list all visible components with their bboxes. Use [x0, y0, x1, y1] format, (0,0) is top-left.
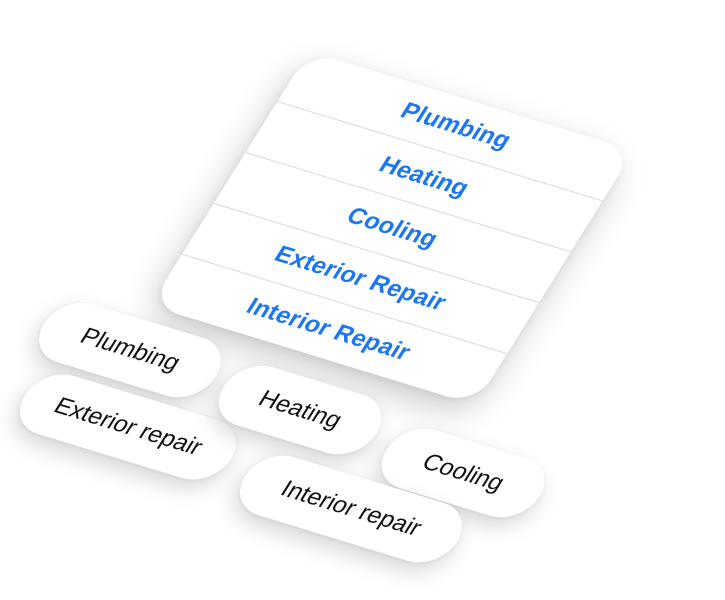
service-category-menu: Plumbing Heating Cooling Exterior Repair… — [149, 50, 635, 406]
chip-exterior-repair[interactable]: Exterior repair — [6, 366, 250, 488]
